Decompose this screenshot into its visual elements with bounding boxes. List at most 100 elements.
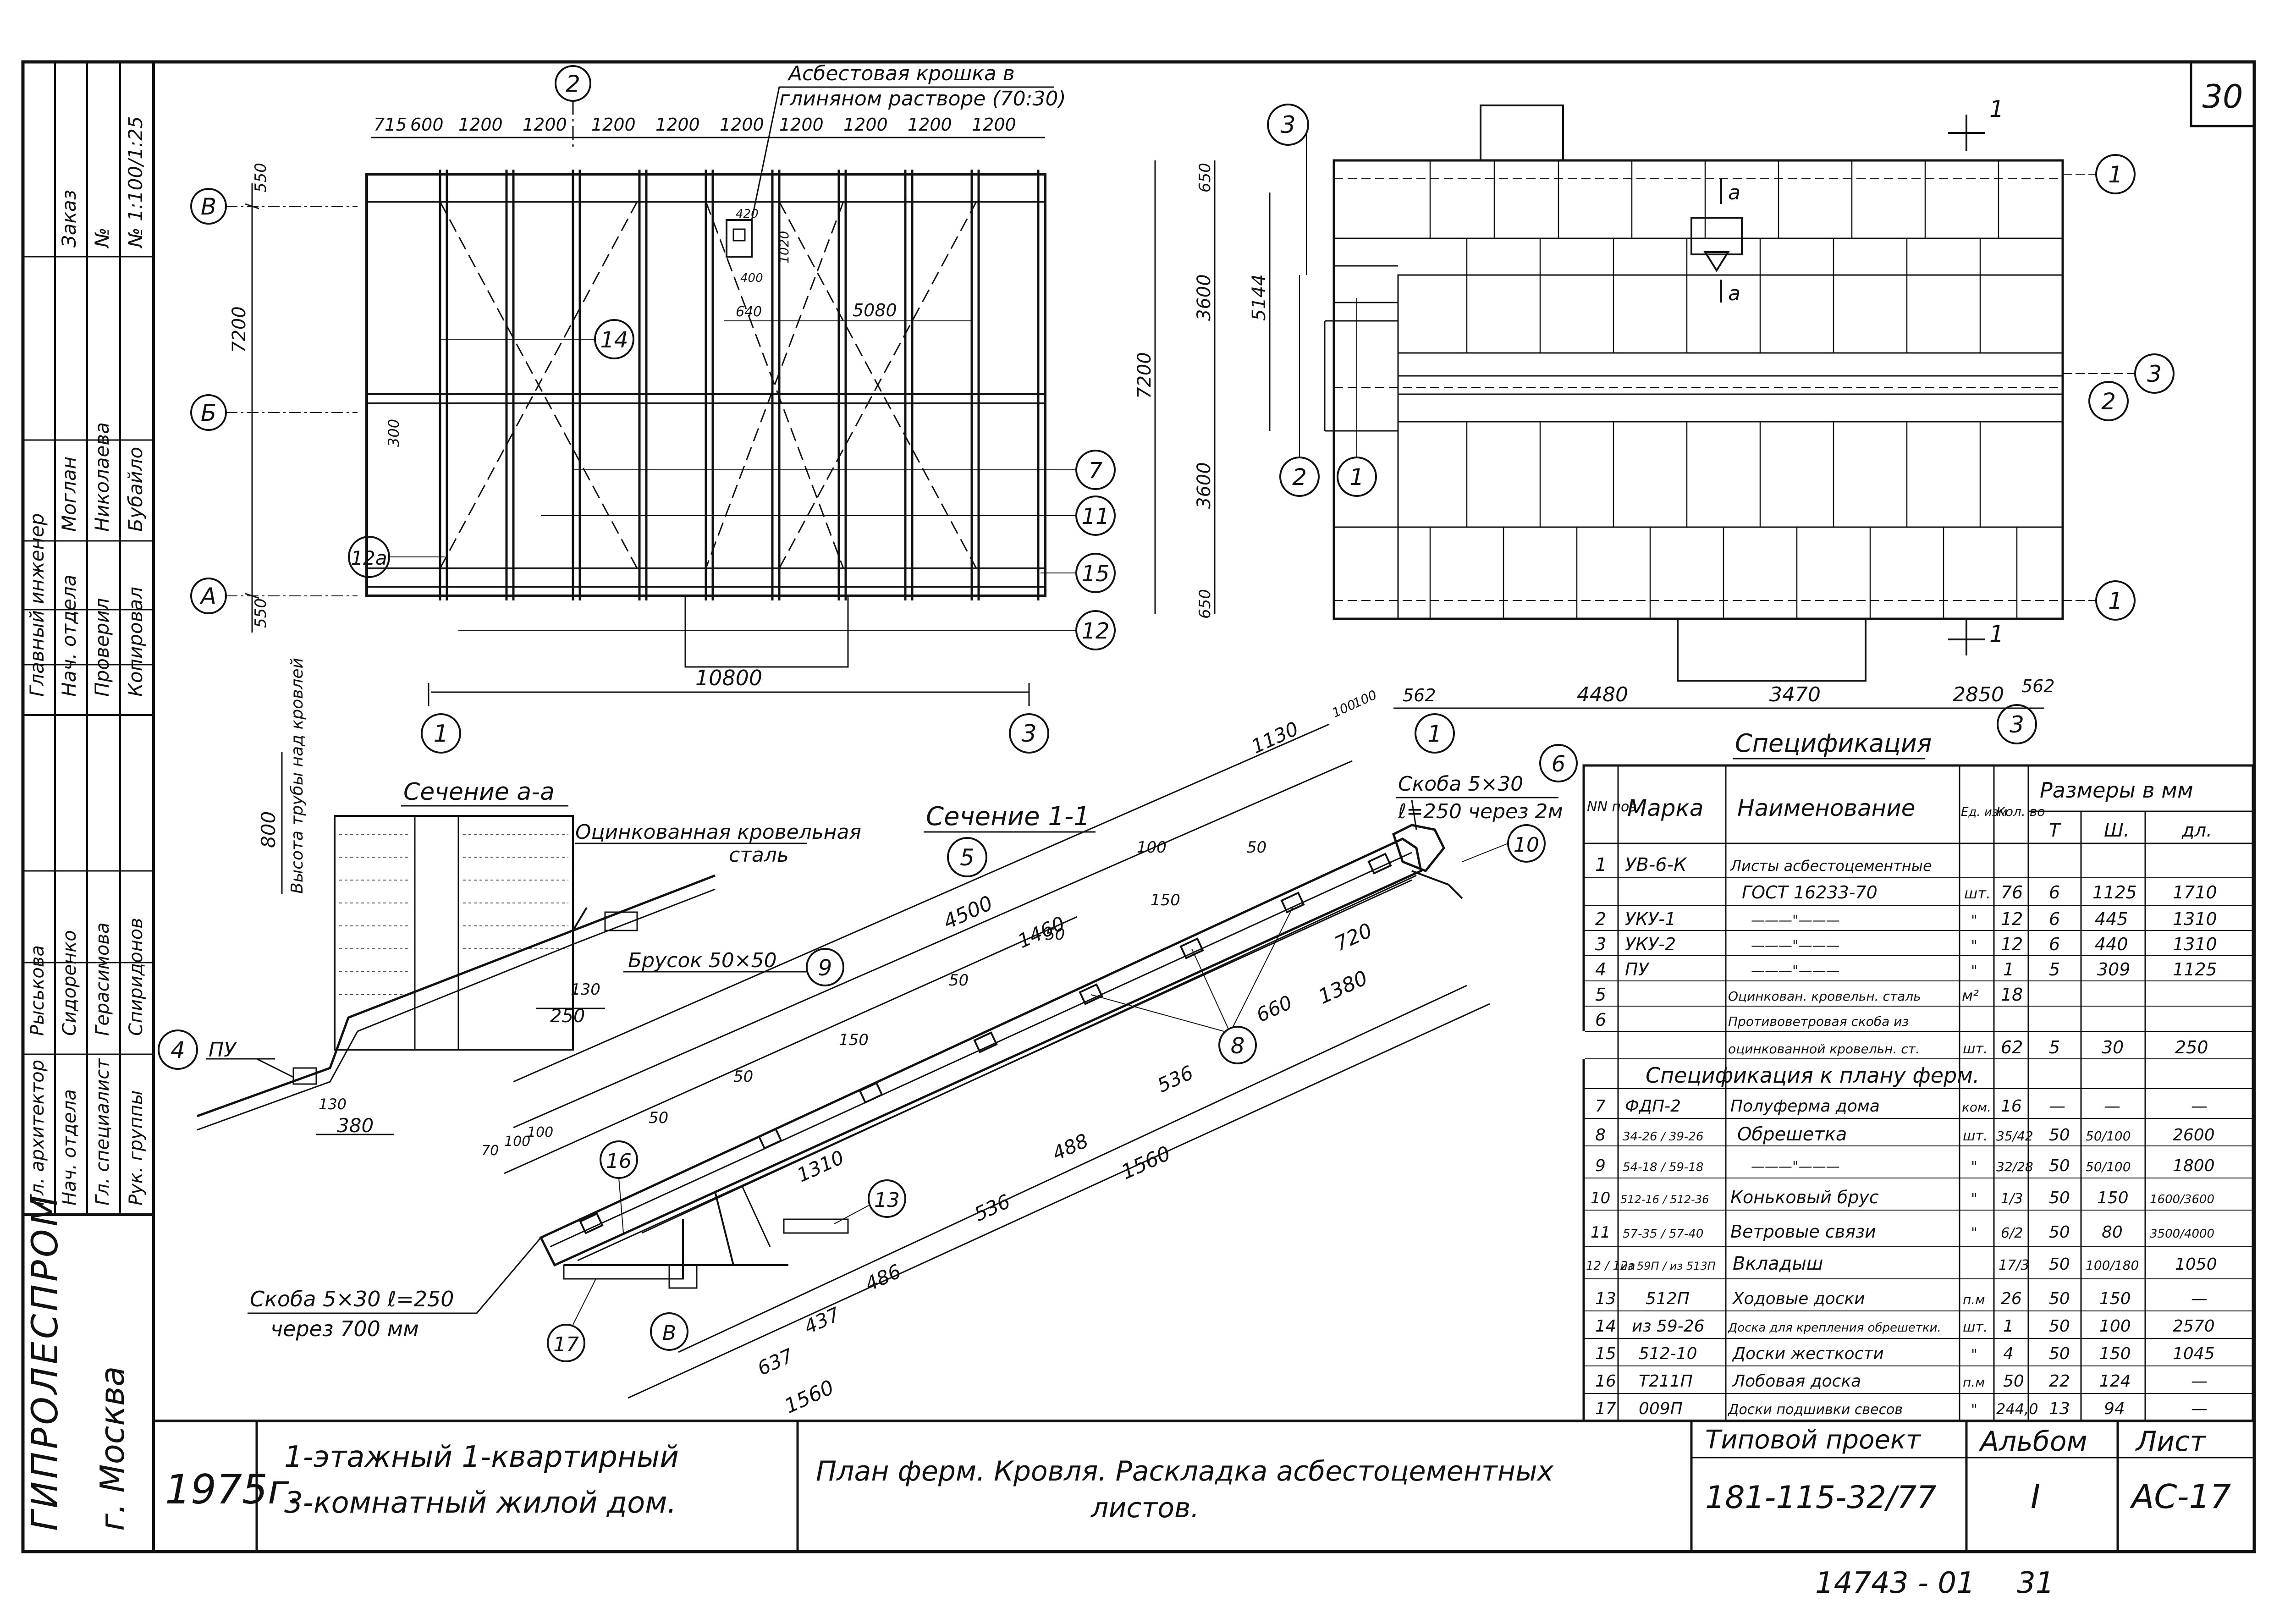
spec-cell: из 59-26	[1632, 1317, 1705, 1336]
spec-cell: —	[2104, 1097, 2120, 1116]
title-sheet-num: АС-17	[2130, 1477, 2231, 1516]
spec-cell: 2600	[2173, 1126, 2215, 1145]
spec-cell: 50	[2049, 1189, 2070, 1207]
role-dept-head: Нач. отдела	[58, 575, 80, 697]
spec-cell: 1	[2003, 959, 2014, 980]
spec-cell: 512-10	[1639, 1344, 1697, 1363]
spec-cell: 50	[2049, 1344, 2070, 1363]
roof-dim-2850: 2850	[1953, 683, 2004, 706]
spec-cell: 50	[2049, 1289, 2070, 1308]
section-mark-1-bottom: 1	[1989, 621, 2004, 647]
roof-axis-1-bottom: 1	[1427, 721, 1442, 747]
base-dim-1560-bottom: 1560	[781, 1376, 837, 1418]
dim-5080: 5080	[853, 300, 897, 320]
roof-dim-7200: 7200	[1134, 352, 1155, 399]
chimney-height-note: Высота трубы над кровлей	[288, 658, 307, 894]
spec-cell: 1/3	[2001, 1191, 2023, 1207]
spec-cell: шт.	[1963, 1319, 1988, 1335]
spec-cell: 10	[1591, 1189, 1610, 1207]
section-1-1: Сечение 1-1 4500 1130	[248, 687, 1578, 1418]
roof-dim-5144: 5144	[1249, 274, 1270, 321]
base-dim-536-a: 536	[1154, 1061, 1196, 1097]
spec-cell: Оцинкован. кровельн. сталь	[1728, 989, 1921, 1004]
chimney-hatch	[339, 834, 568, 995]
section-11-title: Сечение 1-1	[926, 802, 1090, 831]
spec-cell: 1125	[2092, 882, 2137, 903]
base-dim-536-b: 536	[971, 1190, 1013, 1226]
dim-1200-2: 1200	[523, 115, 567, 135]
dim-600: 600	[410, 115, 444, 135]
spec-cell: 22	[2049, 1372, 2070, 1391]
bracket-top-1: Скоба 5×30	[1398, 772, 1523, 796]
callout-4: 4	[171, 1037, 185, 1063]
spec-cell: 18	[2001, 985, 2023, 1005]
spec-cell: из 59П / из 513П	[1620, 1260, 1716, 1272]
spec-cell: "	[1971, 1347, 1977, 1363]
spec-cell: 13	[1595, 1289, 1616, 1308]
spec-cell: м²	[1962, 987, 1979, 1004]
base-dim-1380: 1380	[1315, 966, 1371, 1009]
small-100-2: 100	[504, 1134, 530, 1150]
slope-dim-4500: 4500	[940, 892, 997, 934]
base-dim-488: 488	[1049, 1129, 1091, 1165]
callout-15: 15	[1081, 561, 1109, 587]
roof-axis-left-1: 1	[1349, 464, 1364, 490]
spec-cell: ГОСТ 16233-70	[1742, 882, 1878, 903]
section-aa-title: Сечение а-а	[403, 778, 555, 806]
spec-cell: 12 / 12а	[1586, 1259, 1635, 1273]
dim-250: 250	[550, 1006, 585, 1027]
title-sheet-2: листов.	[1090, 1492, 1199, 1524]
roof-dim-4480: 4480	[1577, 683, 1628, 706]
axis-v: В	[201, 193, 216, 220]
name-ryskova: Рыськова	[27, 945, 48, 1036]
spec-cell: Доски жесткости	[1732, 1344, 1884, 1363]
spec-cell: 50	[2049, 1126, 2070, 1145]
spec-cell: "	[1971, 1402, 1977, 1418]
spec-cell: 1	[1595, 854, 1607, 875]
truss-chords	[439, 170, 1040, 600]
dim-1200-1: 1200	[458, 115, 503, 135]
base-dim-437: 437	[801, 1303, 844, 1338]
spec-cell: 009П	[1639, 1399, 1683, 1418]
hdr-qty: Кол. во	[1996, 804, 2045, 819]
roof-axis-left-2: 2	[1292, 464, 1307, 490]
steel-note-1: Оцинкованная кровельная	[575, 820, 861, 844]
spec-cell: 17	[1595, 1399, 1616, 1418]
spec-cell: 512-16 / 512-36	[1620, 1193, 1709, 1206]
spec-cell: 1800	[2173, 1156, 2215, 1175]
spec-cell: 100/180	[2086, 1258, 2139, 1273]
dim-380: 380	[337, 1114, 374, 1137]
asbestos-sheet-grid	[1429, 160, 2018, 619]
spec-rows-2: 7 ФДП-2 Полуферма дома ком. 16 — — — 8 3…	[1586, 1097, 2217, 1418]
small-50-5: 50	[649, 1109, 668, 1127]
name-sidorenko: Сидоренко	[59, 930, 80, 1036]
page-bottom: 31	[2017, 1566, 2054, 1600]
spec-cell: шт.	[1964, 885, 1991, 902]
spec-cell: 94	[2104, 1399, 2125, 1418]
slope-dim-100b: 100	[1350, 687, 1379, 711]
bracket-bottom-2: через 700 мм	[270, 1316, 419, 1341]
spec-cell: 54-18 / 59-18	[1623, 1161, 1703, 1174]
role-chief-engineer: Главный инженер	[26, 513, 48, 697]
small-70: 70	[481, 1143, 499, 1159]
small-50-3: 50	[949, 971, 969, 990]
section-mark-1-top: 1	[1989, 96, 2004, 122]
callout-14: 14	[600, 327, 628, 353]
spec-cell: 8	[1595, 1126, 1606, 1145]
spec-cell: Обрешетка	[1737, 1124, 1847, 1145]
dim-1200-6: 1200	[779, 115, 824, 135]
spec-cell: 35/42	[1996, 1129, 2033, 1144]
title-sheet-1: План ферм. Кровля. Раскладка асбестоцеме…	[816, 1455, 1553, 1487]
spec-cell: 16	[2001, 1097, 2022, 1116]
dim-400: 400	[740, 271, 763, 285]
spec-cell: 32/28	[1996, 1159, 2033, 1174]
spec-cell: 50	[2049, 1317, 2070, 1336]
spec-cell: 250	[2175, 1037, 2208, 1057]
spec-cell: 57-35 / 57-40	[1623, 1227, 1703, 1241]
spec-cell: "	[1971, 1191, 1977, 1207]
axis-3-bottom: 3	[1021, 720, 1036, 748]
spec-cell: Доски подшивки свесов	[1727, 1402, 1903, 1418]
callout-12a: 12а	[351, 547, 387, 569]
detail-a-top: а	[1728, 181, 1740, 204]
spec-cell: 12	[2001, 934, 2023, 954]
